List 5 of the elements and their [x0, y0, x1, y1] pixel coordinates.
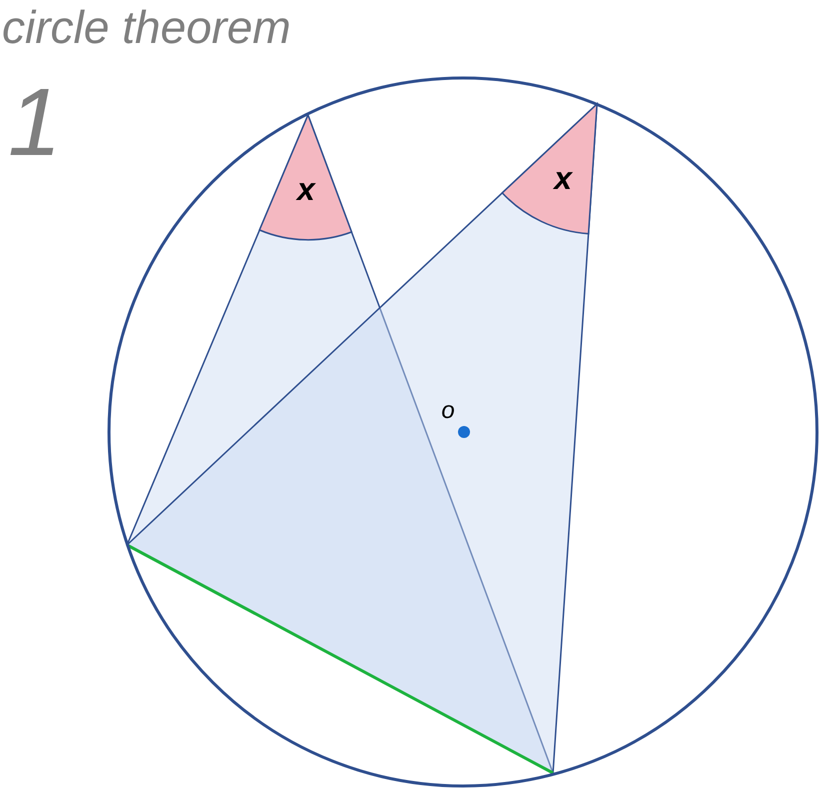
angle-label: x [554, 160, 572, 196]
title: circle theorem [2, 2, 291, 53]
angle-label: x [297, 171, 315, 207]
centre-label: o [441, 397, 455, 424]
figure-number: 1 [8, 69, 62, 176]
